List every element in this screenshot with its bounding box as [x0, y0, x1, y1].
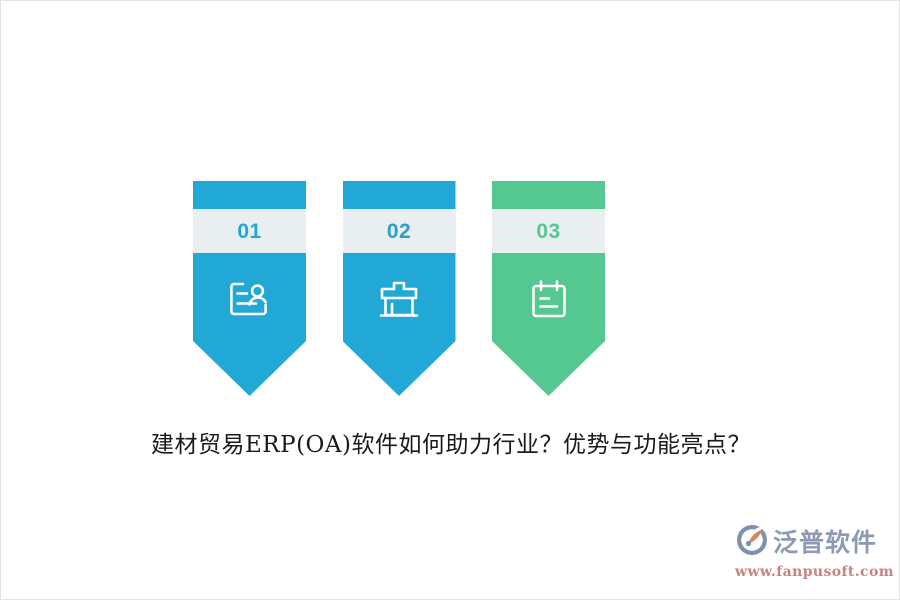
step-ribbon-group: 01 02: [193, 181, 605, 396]
watermark-brand-row: 泛普软件: [735, 523, 885, 561]
step-number-2: 02: [386, 219, 412, 243]
storefront-building-icon: [343, 269, 456, 329]
fanpu-logo-icon: [735, 523, 769, 562]
watermark-brand-name: 泛普软件: [773, 527, 878, 557]
step-number-band-3: 03: [492, 209, 605, 253]
watermark-url: www.fanpusoft.com: [735, 564, 894, 580]
id-card-contact-icon: [193, 269, 306, 329]
notepad-calendar-icon: [492, 269, 605, 329]
step-number-band-2: 02: [342, 209, 456, 253]
step-number-3: 03: [536, 219, 561, 243]
step-number-1: 01: [237, 219, 262, 243]
watermark: 泛普软件 www.fanpusoft.com: [735, 523, 894, 585]
step-ribbon-2[interactable]: 02: [342, 181, 456, 396]
step-number-band-1: 01: [193, 209, 306, 253]
page-title: 建材贸易ERP(OA)软件如何助力行业？优势与功能亮点？: [151, 432, 751, 458]
step-ribbon-3[interactable]: 03: [492, 181, 605, 396]
step-ribbon-1[interactable]: 01: [193, 181, 306, 396]
